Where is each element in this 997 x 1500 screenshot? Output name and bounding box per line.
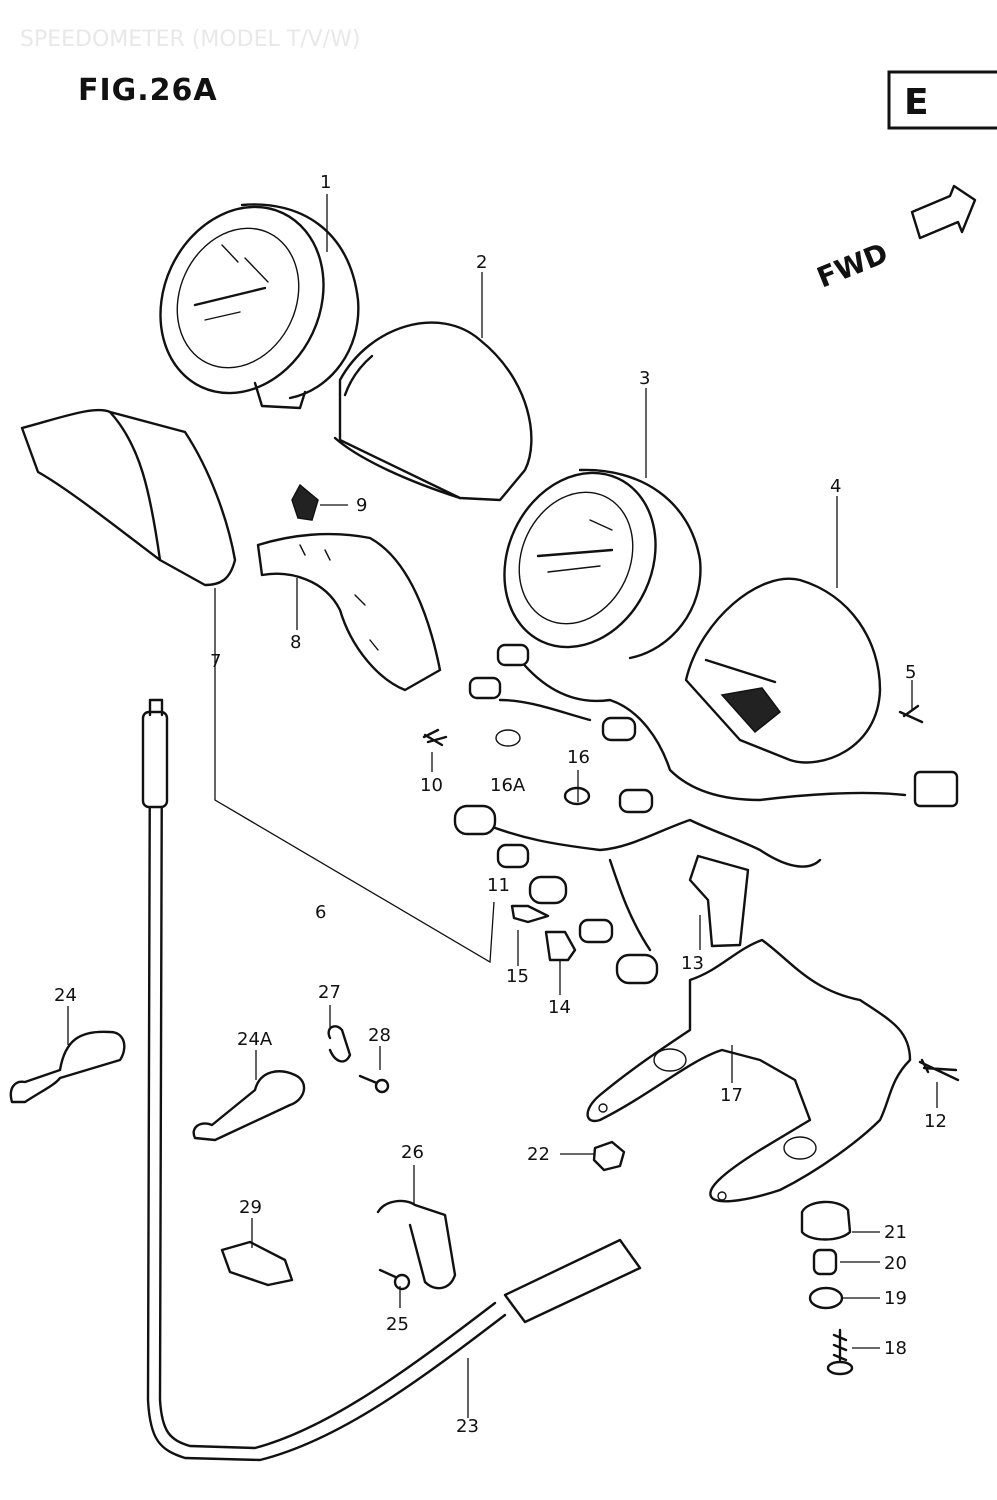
- forward-arrow-icon: [910, 184, 977, 240]
- part-indicator-panel: [256, 532, 442, 692]
- part-speedometer-cable: [141, 698, 642, 1462]
- part-indicator-lens: [291, 483, 319, 521]
- part-speedometer: [159, 203, 360, 410]
- callout-7: 7: [210, 651, 221, 672]
- forward-direction-indicator: FWD: [812, 184, 977, 294]
- callout-23: 23: [456, 1416, 479, 1437]
- callout-13: 13: [681, 953, 704, 974]
- callout-24a: 24A: [237, 1029, 273, 1050]
- part-bulb-15: [510, 904, 550, 924]
- part-clip-29: [220, 1240, 294, 1287]
- part-clamp-26: [376, 1199, 457, 1290]
- callout-labels: 1 2 3 4 5 6 7 8 9 10 11 12 13 14 15 16 1…: [54, 172, 947, 1437]
- callout-25: 25: [386, 1314, 409, 1335]
- part-screw-28: [358, 1074, 390, 1094]
- part-bracket: [586, 938, 912, 1203]
- callout-11: 11: [487, 875, 510, 896]
- callout-19: 19: [884, 1288, 907, 1309]
- part-tachometer-case: [684, 577, 882, 764]
- callout-27: 27: [318, 982, 341, 1003]
- part-nut-22: [592, 1140, 626, 1172]
- callout-28: 28: [368, 1025, 391, 1046]
- part-screw-10: [422, 728, 448, 747]
- section-badge: E: [887, 70, 997, 130]
- part-clamp-24a: [192, 1070, 306, 1142]
- part-speedometer-case: [333, 321, 533, 502]
- figure-label: FIG.26A: [78, 73, 218, 108]
- callout-12: 12: [924, 1111, 947, 1132]
- callout-18: 18: [884, 1338, 907, 1359]
- callout-22: 22: [527, 1144, 550, 1165]
- callout-5: 5: [905, 662, 916, 683]
- callout-17: 17: [720, 1085, 743, 1106]
- callout-10: 10: [420, 775, 443, 796]
- part-clip-27: [327, 1025, 352, 1063]
- part-clamp-24: [9, 1030, 126, 1104]
- part-cover: [20, 408, 237, 587]
- part-screw-25: [378, 1268, 411, 1291]
- part-tachometer: [503, 468, 702, 660]
- callout-16a: 16A: [490, 775, 526, 796]
- part-bulb-16: [563, 786, 591, 806]
- section-code: E: [904, 82, 929, 123]
- part-bulb-14: [544, 930, 577, 962]
- callout-15: 15: [506, 966, 529, 987]
- callout-16: 16: [567, 747, 590, 768]
- part-screw-18: [826, 1328, 854, 1376]
- callout-2: 2: [476, 252, 487, 273]
- callout-9: 9: [356, 495, 367, 516]
- callout-8: 8: [290, 632, 301, 653]
- callout-20: 20: [884, 1253, 907, 1274]
- callout-1: 1: [320, 172, 331, 193]
- part-screw-5: [898, 704, 924, 724]
- part-washer-19: [808, 1286, 844, 1310]
- leader-lines: [67, 194, 938, 1418]
- callout-14: 14: [548, 997, 571, 1018]
- callout-26: 26: [401, 1142, 424, 1163]
- callout-24: 24: [54, 985, 77, 1006]
- callout-29: 29: [239, 1197, 262, 1218]
- page-watermark: SPEEDOMETER (MODEL T/V/W): [20, 27, 360, 52]
- part-plate-13: [688, 854, 750, 948]
- part-collar-20: [812, 1248, 838, 1276]
- fwd-label: FWD: [812, 236, 892, 294]
- part-bolt-12: [918, 1058, 960, 1082]
- part-grommet-21: [800, 1200, 852, 1241]
- callout-6: 6: [315, 902, 326, 923]
- callout-3: 3: [639, 368, 650, 389]
- callout-4: 4: [830, 476, 841, 497]
- part-wiring-harness: [453, 643, 959, 985]
- callout-21: 21: [884, 1222, 907, 1243]
- part-bulb-16a: [495, 729, 521, 747]
